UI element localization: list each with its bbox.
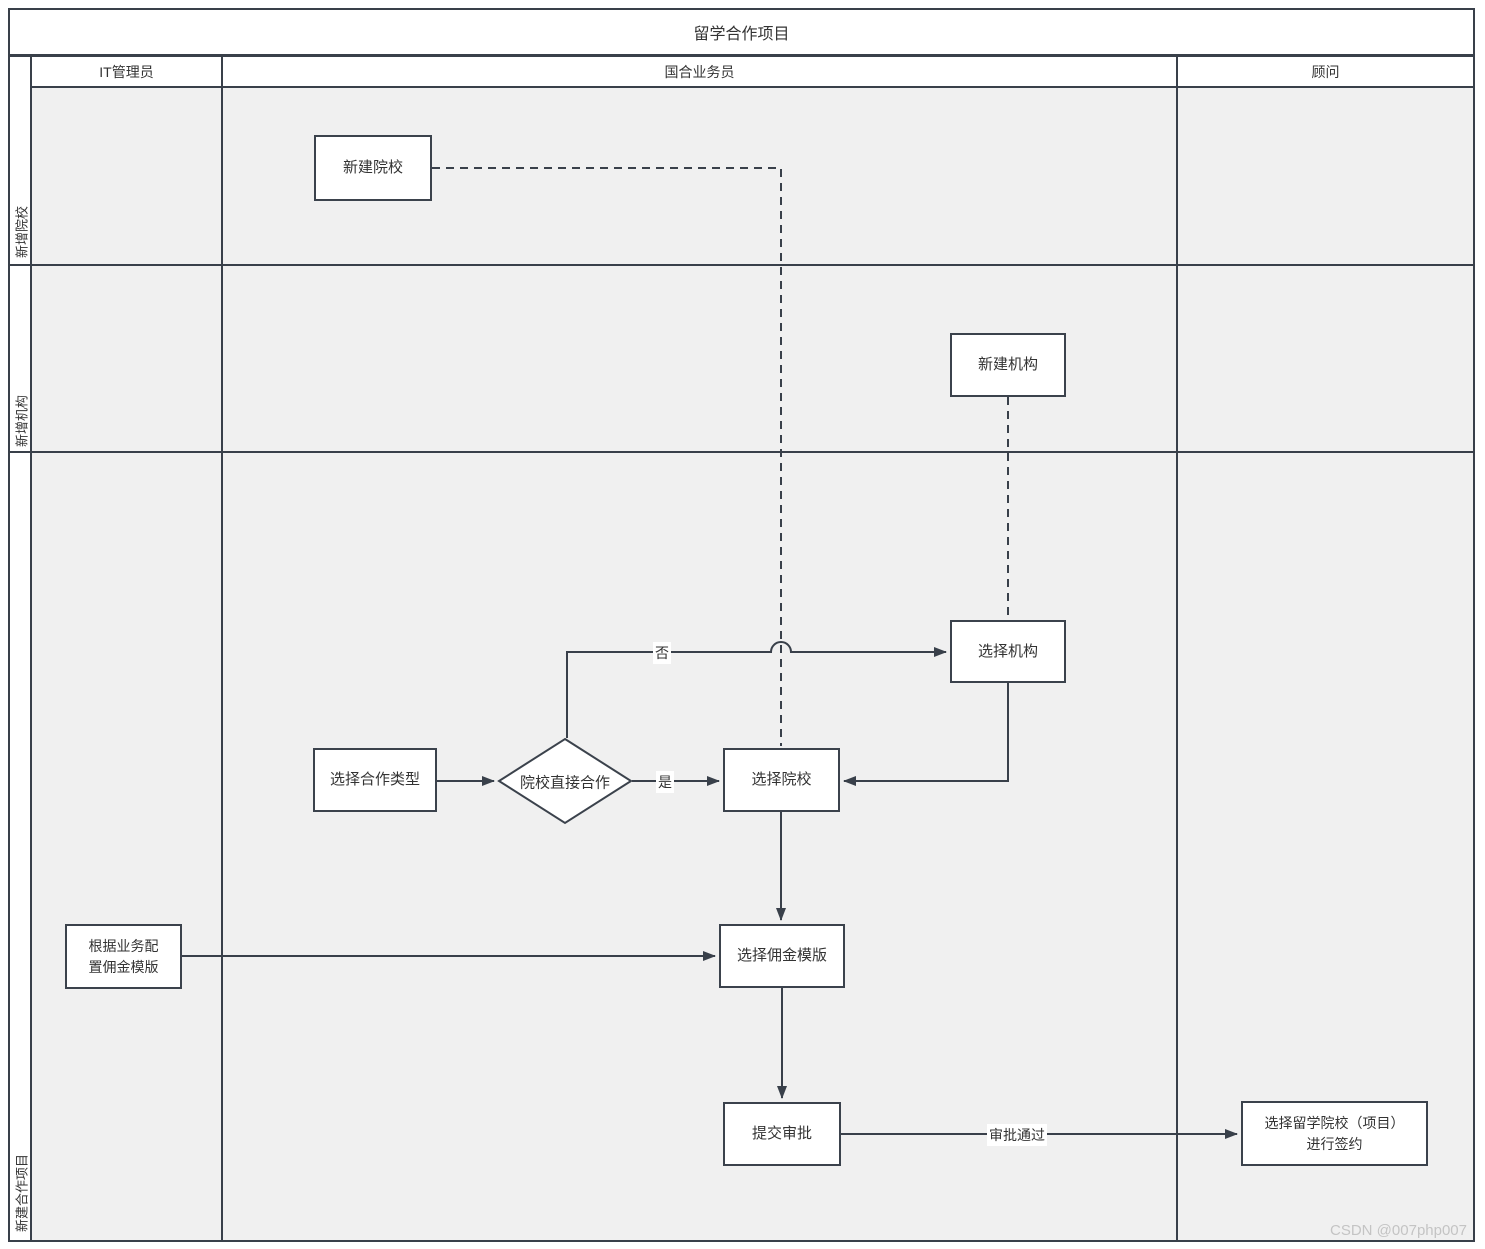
row-label-add-school: 新增院校 [14,205,30,259]
node-sign-school-project: 选择留学院校（项目） 进行签约 [1241,1101,1428,1166]
rail-cell-row2 [10,266,32,453]
lane-row2-col3 [1178,266,1473,453]
lane-header-it-admin: IT管理员 [32,57,223,88]
node-select-school: 选择院校 [723,748,840,812]
node-select-coop-type: 选择合作类型 [313,748,437,812]
lane-row3-col1 [32,453,223,1240]
edge-label-no: 否 [653,642,671,664]
row-label-new-coop-project: 新建合作项目 [14,1153,30,1233]
swimlane-frame: 留学合作项目 IT管理员 国合业务员 顾问 [8,8,1475,1242]
node-config-commission-template: 根据业务配 置佣金模版 [65,924,182,989]
lane-row2-col1 [32,266,223,453]
lane-row3-col2 [223,453,1178,1240]
node-new-org: 新建机构 [950,333,1066,397]
lane-header-intl-clerk: 国合业务员 [223,57,1178,88]
edge-label-approved: 审批通过 [987,1124,1047,1146]
node-submit-approval: 提交审批 [723,1102,841,1166]
rail-cell-row1 [10,57,32,266]
rail-cell-row3 [10,453,32,1240]
csdn-watermark: CSDN @007php007 [1330,1222,1467,1239]
node-select-commission-template: 选择佣金模版 [719,924,845,988]
lane-row1-col3 [1178,88,1473,266]
lane-row1-col1 [32,88,223,266]
diagram-title: 留学合作项目 [10,10,1473,57]
node-select-org: 选择机构 [950,620,1066,683]
node-new-school: 新建院校 [314,135,432,201]
row-label-add-org: 新增机构 [14,394,30,448]
lane-header-consultant: 顾问 [1178,57,1473,88]
node-decision-direct-coop: 院校直接合作 [519,774,611,792]
edge-label-yes: 是 [656,771,674,793]
